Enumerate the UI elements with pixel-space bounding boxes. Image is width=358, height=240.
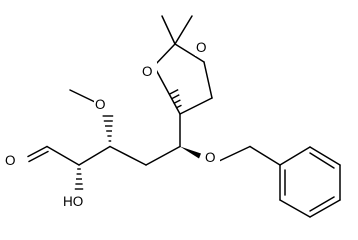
atom-methoxy-o: O [95,97,106,112]
bond-c2-c3 [78,145,111,166]
bond-ring-ch-ch2 [179,97,213,115]
stereo-bonds [74,88,201,190]
bond-methyl-2 [174,15,193,45]
bonds [27,15,281,166]
bond-c1-c2 [46,145,80,166]
bond-ring-ch2-o [203,61,213,99]
bond-ring-cq-o [153,43,176,67]
bond-methyl-1 [161,15,176,45]
atom-labels: O HO O O O O [4,38,220,210]
hash-bond-ring-ch [168,88,182,109]
atom-benzyl-o: O [205,150,216,165]
bond-ch2-phenyl [249,145,281,166]
benzene-ring [279,146,341,218]
atom-ring-o-top: O [196,40,207,55]
bond-obn-ch2 [216,145,251,163]
atom-aldehyde-o: O [5,153,16,168]
bond-aldehyde-co-2 [28,150,49,163]
bond-c4-c5 [145,145,181,166]
bond-aldehyde-co-1 [27,145,48,158]
bond-ring-o-ch [153,65,181,115]
structure-diagram: O HO O O O O [4,15,341,218]
hash-bond-c3-ome [102,115,114,142]
wedge-bond-c5-obn [180,146,201,159]
atom-ring-o-left: O [142,64,153,79]
hash-bond-c2-oh [74,168,84,190]
bond-ring-o-cq [174,43,205,63]
bond-methoxy-ch3 [69,89,98,104]
atom-hydroxyl: HO [63,194,83,209]
bond-c3-c4 [109,145,147,166]
